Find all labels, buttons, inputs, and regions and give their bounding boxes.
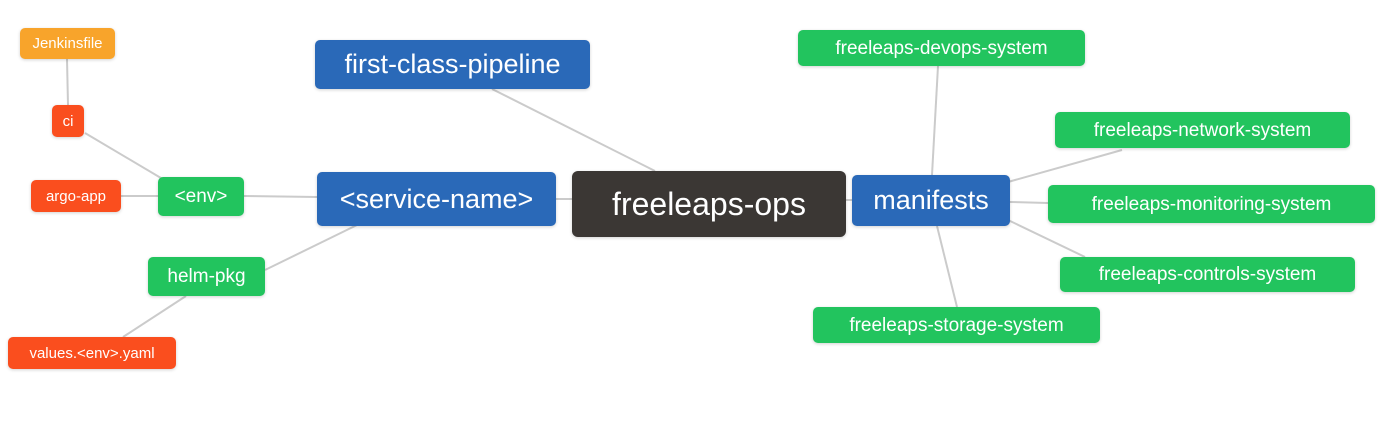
mindmap-node-ci[interactable]: ci: [52, 105, 84, 137]
mindmap-node-service-name[interactable]: <service-name>: [317, 172, 556, 226]
mindmap-node-freeleaps-controls-system[interactable]: freeleaps-controls-system: [1060, 257, 1355, 292]
mindmap-node-env[interactable]: <env>: [158, 177, 244, 216]
mindmap-node-helm-pkg[interactable]: helm-pkg: [148, 257, 265, 296]
mindmap-node-freeleaps-devops-system[interactable]: freeleaps-devops-system: [798, 30, 1085, 66]
mindmap-node-argo-app[interactable]: argo-app: [31, 180, 121, 212]
edge-manifests-to-freeleaps-monitoring-system: [1009, 201, 1049, 204]
edge-ci-to-env: [84, 132, 167, 182]
edge-env-to-service-name: [243, 195, 318, 198]
mindmap-node-manifests[interactable]: manifests: [852, 175, 1010, 226]
mindmap-node-freeleaps-storage-system[interactable]: freeleaps-storage-system: [813, 307, 1100, 343]
edge-helm-pkg-to-service-name: [264, 224, 358, 271]
edge-values-env-yaml-to-helm-pkg: [122, 295, 187, 338]
edge-freeleaps-devops-system-to-manifests: [931, 65, 939, 176]
edge-manifests-to-freeleaps-controls-system: [1007, 219, 1086, 258]
mindmap-node-values-env-yaml[interactable]: values.<env>.yaml: [8, 337, 176, 369]
edge-manifests-to-freeleaps-storage-system: [936, 225, 958, 308]
mindmap-node-freeleaps-network-system[interactable]: freeleaps-network-system: [1055, 112, 1350, 148]
edge-manifests-to-freeleaps-network-system: [1007, 149, 1123, 183]
edge-jenkinsfile-to-ci: [66, 58, 69, 106]
mindmap-node-freeleaps-monitoring-system[interactable]: freeleaps-monitoring-system: [1048, 185, 1375, 223]
mindmap-node-first-class-pipeline[interactable]: first-class-pipeline: [315, 40, 590, 89]
mindmap-node-jenkinsfile[interactable]: Jenkinsfile: [20, 28, 115, 59]
edge-first-class-pipeline-to-freeleaps-ops: [491, 88, 656, 172]
mindmap-node-freeleaps-ops[interactable]: freeleaps-ops: [572, 171, 846, 237]
